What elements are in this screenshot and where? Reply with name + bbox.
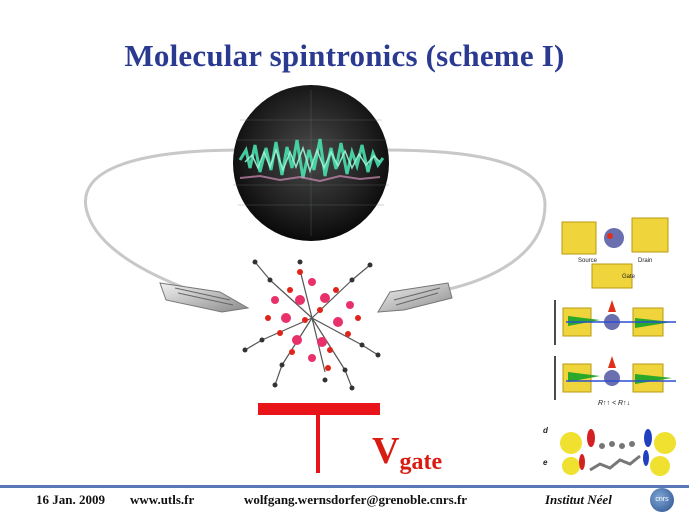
spin-chain-d <box>560 429 676 454</box>
row-e-label: e <box>543 458 548 467</box>
footer-website[interactable]: www.utls.fr <box>130 492 195 507</box>
right-wire <box>381 148 547 292</box>
slide-title: Molecular spintronics (scheme I) <box>124 38 565 73</box>
oscilloscope-screen <box>233 85 389 241</box>
footer-date: 16 Jan. 2009 <box>36 492 105 507</box>
side-panel <box>554 217 676 476</box>
row-d-label: d <box>543 426 548 435</box>
footer-email[interactable]: wolfgang.wernsdorfer@grenoble.cnrs.fr <box>244 492 468 507</box>
footer-institute: Institut Néel <box>545 492 612 507</box>
right-clip <box>377 282 453 313</box>
spin-row-2 <box>554 356 676 400</box>
gate-electrode <box>258 403 380 473</box>
left-wire <box>84 148 243 292</box>
resistance-label: R↑↑ < R↑↓ <box>598 400 631 407</box>
footer-divider <box>0 485 689 488</box>
source-label: Source <box>578 258 598 264</box>
left-clip <box>159 282 250 313</box>
spin-chain-e <box>562 450 670 476</box>
spin-row-1 <box>554 300 676 345</box>
molecule-cluster <box>242 259 381 391</box>
cnrs-logo-icon: cnrs <box>650 488 674 512</box>
transistor-figure <box>561 217 669 289</box>
drain-label: Drain <box>638 258 653 264</box>
gate-small-label: Gate <box>622 274 636 280</box>
gate-voltage-label: Vgate <box>372 430 443 475</box>
